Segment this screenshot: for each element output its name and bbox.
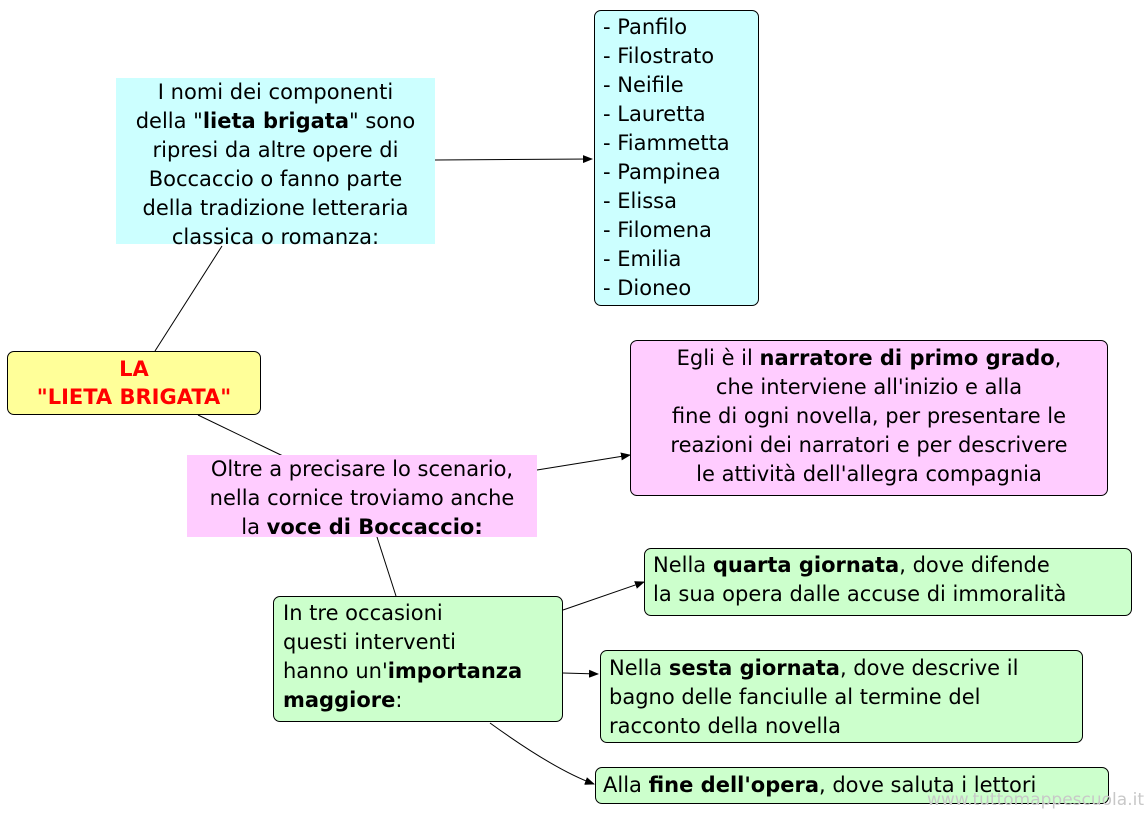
list-item: - Emilia: [603, 247, 682, 271]
narratore-line: Egli è il narratore di primo grado,: [676, 346, 1062, 370]
list-item: - Filostrato: [603, 44, 715, 68]
narratore-line: le attività dell'allegra compagnia: [696, 462, 1042, 486]
fine-line: Alla fine dell'opera, dove saluta i lett…: [603, 773, 1037, 797]
names-intro-line: della "lieta brigata" sono: [135, 109, 416, 133]
central-node[interactable]: LA "LIETA BRIGATA": [7, 351, 261, 415]
watermark: www.tuttomappescuola.it: [926, 790, 1144, 810]
sesta-line: Nella sesta giornata, dove descrive il: [609, 656, 1019, 680]
list-item: - Elissa: [603, 189, 677, 213]
narratore-line: reazioni dei narratori e per descrivere: [670, 433, 1068, 457]
narratore-node[interactable]: Egli è il narratore di primo grado, che …: [630, 340, 1108, 496]
occasioni-node[interactable]: In tre occasioni questi interventi hanno…: [273, 596, 563, 722]
list-item: - Lauretta: [603, 102, 706, 126]
names-list-node[interactable]: - Panfilo - Filostrato - Neifile - Laure…: [594, 10, 759, 306]
names-intro-line: classica o romanza:: [171, 225, 380, 249]
importanza-bold: importanza: [387, 659, 523, 683]
narratore-primo-grado-bold: narratore di primo grado: [759, 346, 1055, 370]
occasioni-line: hanno un'importanza: [283, 659, 523, 683]
names-intro-line: ripresi da altre opere di: [152, 138, 399, 162]
sesta-line: racconto della novella: [609, 714, 842, 738]
list-item: - Panfilo: [603, 15, 688, 39]
cornice-node[interactable]: Oltre a precisare lo scenario, nella cor…: [187, 455, 537, 539]
names-intro-line: della tradizione letteraria: [142, 196, 409, 220]
lieta-brigata-bold: lieta brigata: [202, 109, 349, 133]
names-intro-node[interactable]: I nomi dei componenti della "lieta briga…: [116, 78, 435, 249]
central-title-line1: LA: [119, 357, 149, 381]
occasioni-line: In tre occasioni: [283, 601, 443, 625]
link-cornice-occasioni: [376, 536, 397, 597]
maggiore-bold: maggiore: [283, 688, 396, 712]
cornice-line: Oltre a precisare lo scenario,: [210, 457, 514, 481]
central-title-line2: "LIETA BRIGATA": [36, 385, 232, 409]
occasioni-line: questi interventi: [283, 630, 456, 654]
list-item: - Filomena: [603, 218, 712, 242]
quarta-line: la sua opera dalle accuse di immoralità: [653, 582, 1067, 606]
fine-opera-node[interactable]: Alla fine dell'opera, dove saluta i lett…: [595, 767, 1109, 804]
link-occasioni-quarta: [562, 581, 645, 611]
link-names-intro-list: [434, 155, 593, 164]
cornice-line: nella cornice troviamo anche: [209, 486, 515, 510]
sesta-giornata-bold: sesta giornata: [668, 656, 840, 680]
link-cornice-narratore: [536, 452, 631, 471]
link-occasioni-sesta: [562, 669, 599, 678]
narratore-line: fine di ogni novella, per presentare le: [671, 404, 1067, 428]
link-central-names-intro: [154, 245, 223, 352]
sesta-line: bagno delle fanciulle al termine del: [609, 685, 981, 709]
quarta-giornata-node[interactable]: Nella quarta giornata, dove difende la s…: [644, 548, 1132, 616]
narratore-line: che interviene all'inizio e alla: [715, 375, 1023, 399]
occasioni-line: maggiore:: [283, 688, 403, 712]
cornice-line: la voce di Boccaccio:: [241, 515, 483, 539]
link-occasioni-fine: [489, 722, 595, 785]
fine-opera-bold: fine dell'opera: [648, 773, 819, 797]
quarta-line: Nella quarta giornata, dove difende: [653, 553, 1050, 577]
list-item: - Fiammetta: [603, 131, 730, 155]
names-intro-line: Boccaccio o fanno parte: [148, 167, 403, 191]
quarta-giornata-bold: quarta giornata: [712, 553, 900, 577]
voce-di-boccaccio-bold: voce di Boccaccio:: [266, 515, 483, 539]
list-item: - Pampinea: [603, 160, 721, 184]
names-intro-line: I nomi dei componenti: [157, 80, 394, 104]
link-central-cornice: [197, 414, 284, 457]
list-item: - Neifile: [603, 73, 684, 97]
list-item: - Dioneo: [603, 276, 692, 300]
sesta-giornata-node[interactable]: Nella sesta giornata, dove descrive il b…: [600, 650, 1083, 743]
